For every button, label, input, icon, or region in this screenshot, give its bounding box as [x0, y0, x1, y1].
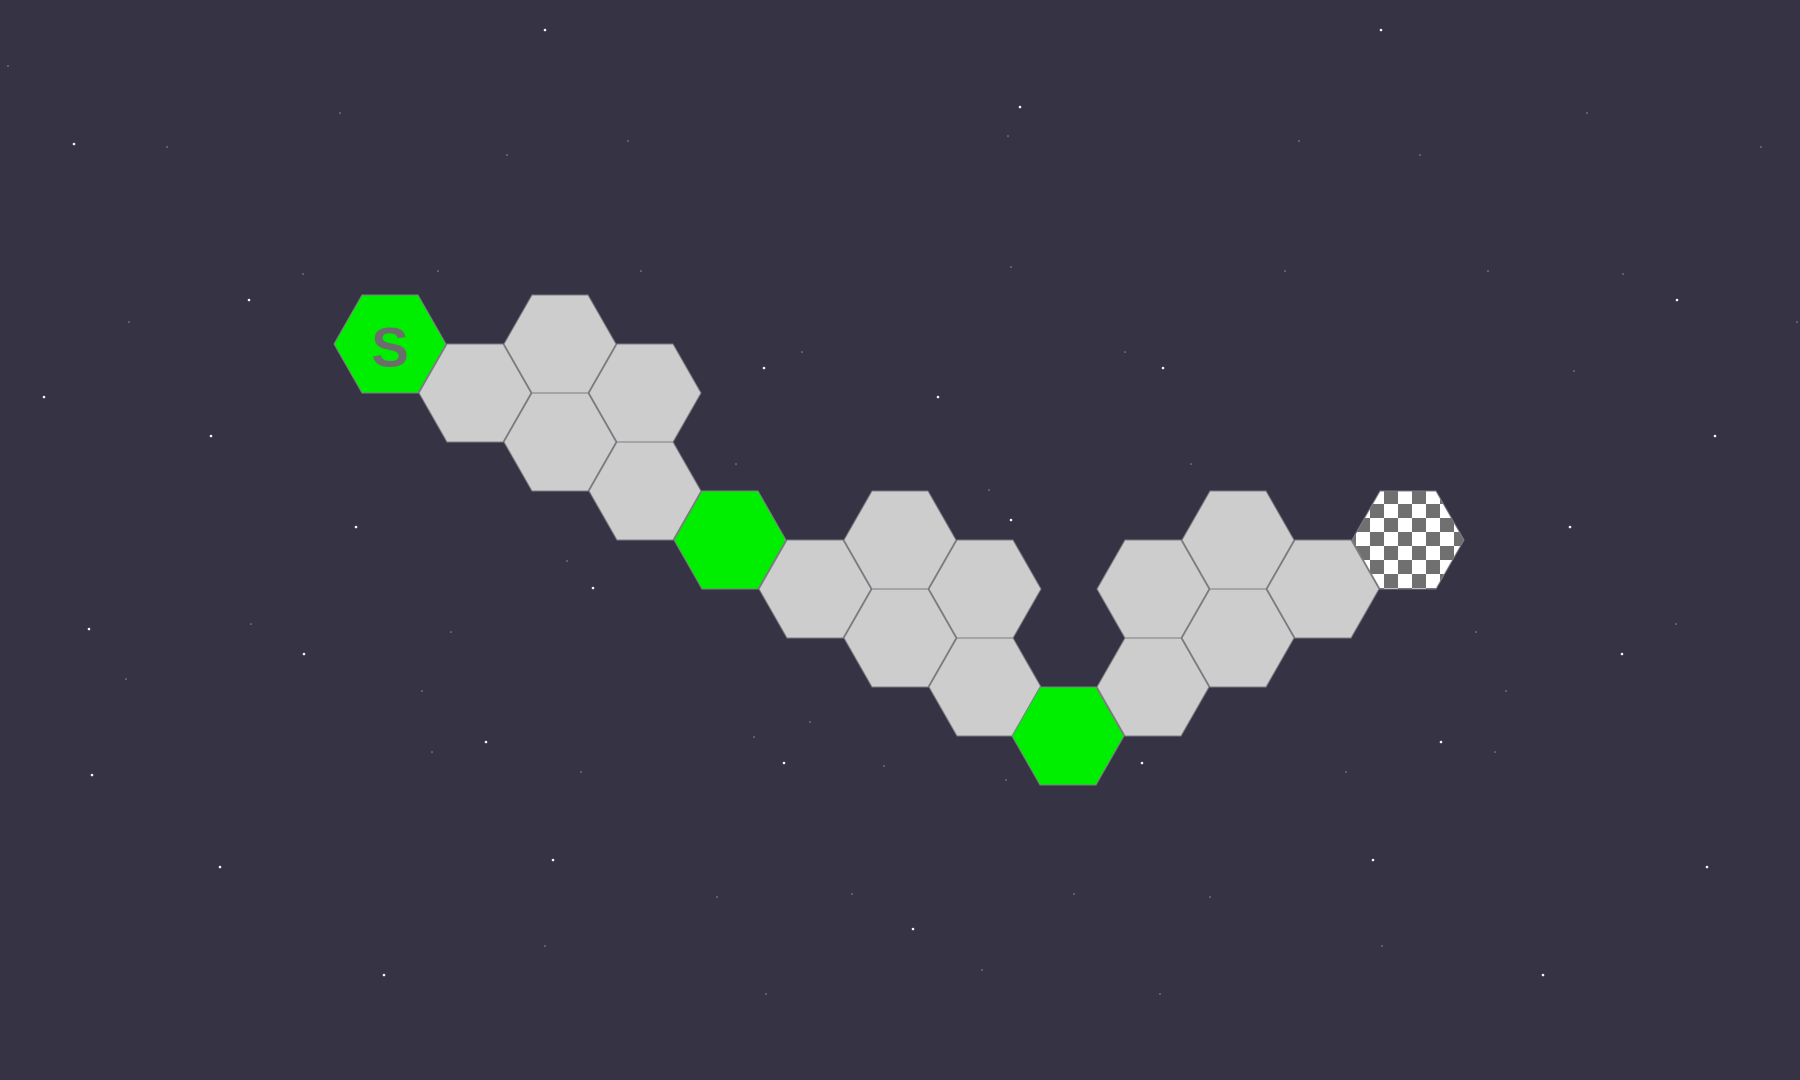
star [762, 366, 766, 370]
star [809, 721, 811, 723]
star [936, 395, 940, 399]
hex-tile[interactable] [1096, 539, 1210, 639]
star [450, 631, 452, 633]
star [1439, 740, 1443, 744]
star [735, 463, 737, 465]
star [716, 896, 718, 898]
star [1124, 351, 1126, 353]
star [911, 927, 915, 931]
star [551, 858, 555, 862]
hex-tile[interactable] [418, 343, 532, 443]
star [302, 652, 306, 656]
star [1379, 28, 1383, 32]
star [339, 112, 341, 114]
star [354, 525, 358, 529]
star [640, 270, 642, 272]
star [1760, 146, 1762, 148]
star [1005, 779, 1007, 781]
star [883, 765, 885, 767]
star [801, 351, 803, 353]
hex-tile[interactable] [1181, 588, 1295, 688]
star [1541, 973, 1545, 977]
star [543, 28, 547, 32]
star [1018, 105, 1022, 109]
star [1159, 993, 1161, 995]
star [247, 298, 251, 302]
star [1284, 270, 1286, 272]
hex-tile[interactable] [588, 441, 702, 541]
star [209, 434, 213, 438]
checkpoint-tile[interactable] [1011, 686, 1125, 786]
star [484, 740, 488, 744]
star [87, 627, 91, 631]
star [218, 865, 222, 869]
star [1620, 652, 1624, 656]
hex-tile[interactable] [1266, 539, 1380, 639]
star [851, 893, 853, 895]
star [1345, 771, 1347, 773]
star [506, 154, 508, 156]
star [1505, 690, 1507, 692]
checkpoint-tile[interactable] [673, 490, 787, 590]
star [544, 945, 546, 947]
star [7, 65, 9, 67]
star [1190, 463, 1192, 465]
star [988, 489, 990, 491]
star [437, 270, 439, 272]
star [566, 560, 568, 562]
star [1568, 525, 1572, 529]
star [1494, 751, 1496, 753]
star [981, 969, 983, 971]
star [1573, 370, 1575, 372]
star [1140, 761, 1144, 765]
finish-tile[interactable] [1351, 490, 1465, 590]
star [1371, 858, 1375, 862]
star [1161, 366, 1165, 370]
start-tile[interactable] [333, 294, 447, 394]
star [382, 973, 386, 977]
star [42, 395, 46, 399]
star [1073, 893, 1075, 895]
star [580, 771, 582, 773]
star [90, 773, 94, 777]
star [1298, 140, 1300, 142]
star [1209, 896, 1211, 898]
star [591, 586, 595, 590]
star [1007, 135, 1009, 137]
star [250, 623, 252, 625]
star [1475, 631, 1477, 633]
star [421, 690, 423, 692]
star [1622, 273, 1624, 275]
hex-tile[interactable] [758, 539, 872, 639]
star [1419, 154, 1421, 156]
star [1586, 112, 1588, 114]
star [1010, 266, 1012, 268]
star [166, 146, 168, 148]
star [1675, 623, 1677, 625]
star [1705, 865, 1709, 869]
hex-track [333, 294, 1465, 786]
hex-tile[interactable] [503, 392, 617, 492]
star [1713, 434, 1717, 438]
star [627, 140, 629, 142]
star [1796, 321, 1798, 323]
star [1381, 945, 1383, 947]
hex-tile[interactable] [843, 588, 957, 688]
star [302, 273, 304, 275]
star [72, 142, 76, 146]
star [753, 736, 755, 738]
star [765, 993, 767, 995]
star [1675, 298, 1679, 302]
star [782, 761, 786, 765]
star [431, 751, 433, 753]
start-label: S [371, 316, 408, 379]
star [1009, 518, 1013, 522]
star [125, 678, 127, 680]
star [128, 321, 130, 323]
star [1487, 270, 1489, 272]
starfield [7, 28, 1798, 995]
